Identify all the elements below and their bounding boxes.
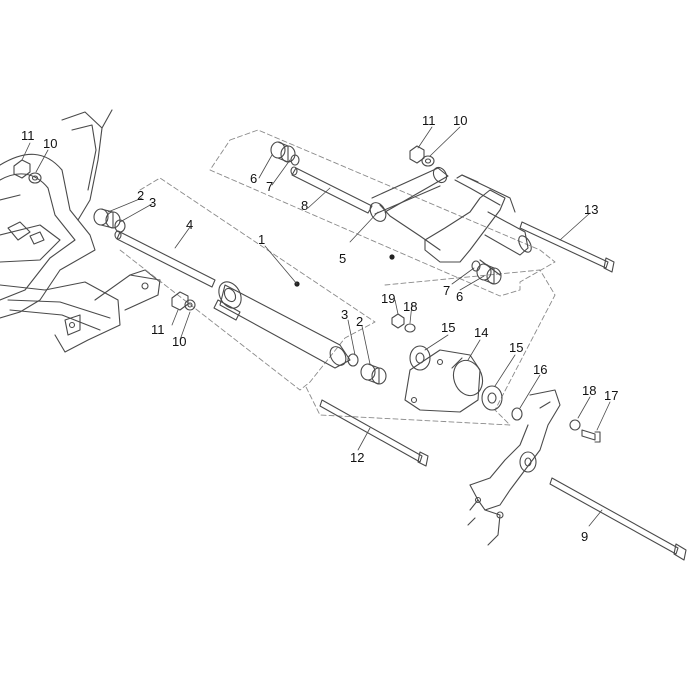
callout-2-right: 2 <box>356 314 364 329</box>
bolt-9 <box>549 477 687 561</box>
callout-3-right: 3 <box>341 307 349 322</box>
silent-block-right <box>347 353 387 385</box>
callout-11-topleft: 11 <box>21 128 35 143</box>
callout-11-topright: 11 <box>422 113 436 128</box>
callout-16: 16 <box>533 362 548 377</box>
callout-15-left: 15 <box>441 320 456 335</box>
callout-11-midleft: 11 <box>151 322 165 337</box>
bracket-14 <box>404 349 484 413</box>
bolt-13 <box>519 221 615 273</box>
callout-10-topright: 10 <box>453 113 468 128</box>
callout-7-top: 7 <box>266 179 274 194</box>
callout-7-bottom: 7 <box>443 283 451 298</box>
callout-6-top: 6 <box>250 171 258 186</box>
callout-2-left: 2 <box>137 188 145 203</box>
linkage-assembly <box>270 141 532 285</box>
clip-16 <box>511 407 523 421</box>
callout-14: 14 <box>474 325 489 340</box>
callout-10-midleft: 10 <box>172 334 187 349</box>
callout-9: 9 <box>581 529 589 544</box>
callout-8: 8 <box>301 198 309 213</box>
leader-lines <box>21 126 611 527</box>
silent-block-15-right <box>481 385 503 411</box>
washer-screw-18-17 <box>569 419 601 443</box>
callout-10-topleft: 10 <box>43 136 58 151</box>
callout-18-mid: 18 <box>403 299 418 314</box>
frame-chassis <box>0 109 161 353</box>
callout-12: 12 <box>350 450 365 465</box>
frame-bracket-right <box>467 389 561 546</box>
callout-1: 1 <box>258 232 266 247</box>
callout-5: 5 <box>339 251 347 266</box>
callout-19: 19 <box>381 291 396 306</box>
nut-washer-19-18 <box>391 313 416 333</box>
nut-washer-topleft <box>13 159 42 184</box>
callout-18-right: 18 <box>582 383 597 398</box>
callout-13: 13 <box>584 202 599 217</box>
swing-arm-assembly <box>213 281 351 369</box>
silent-block-15-left <box>409 345 431 371</box>
bolt-12 <box>319 399 429 467</box>
callout-6-bottom: 6 <box>456 289 464 304</box>
nut-washer-midleft <box>171 291 196 311</box>
callout-17: 17 <box>604 388 619 403</box>
pin-4 <box>114 230 216 288</box>
callout-15-right: 15 <box>509 340 524 355</box>
callout-3-left: 3 <box>149 195 157 210</box>
callout-4: 4 <box>186 217 194 232</box>
silent-block-left <box>93 208 126 233</box>
